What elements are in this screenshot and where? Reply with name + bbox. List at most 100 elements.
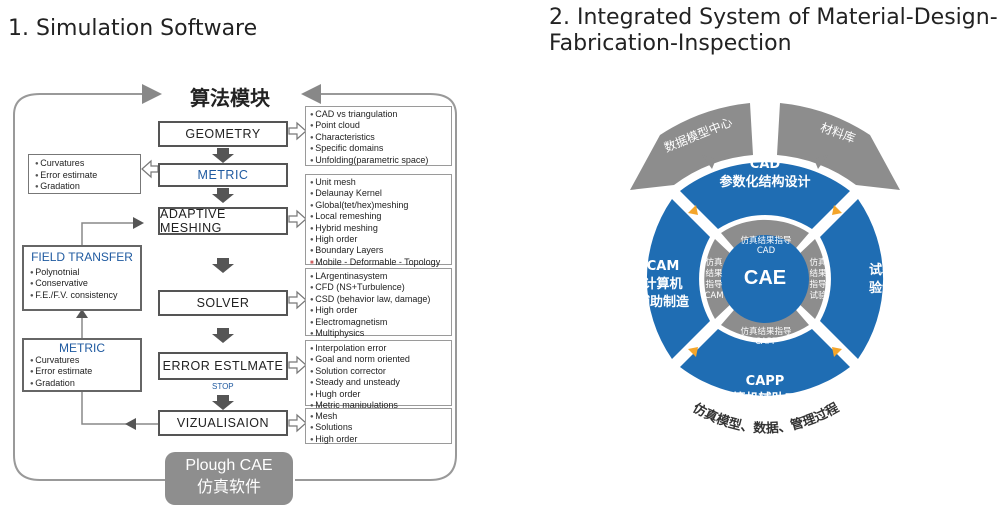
inner-top-line2: CAD xyxy=(756,246,776,256)
metric-left-arrow xyxy=(141,159,159,179)
test-label: 试验 验证 xyxy=(852,262,912,298)
inner-top-label: 仿真结果指导 CAD xyxy=(728,236,804,256)
error-list: Interpolation errorGoal and norm oriente… xyxy=(305,340,452,410)
list-item: High order xyxy=(310,234,447,245)
list-item: Unfolding(parametric space) xyxy=(310,155,447,166)
list-item: Unit mesh xyxy=(310,177,447,188)
list-item: Conservative xyxy=(30,278,134,290)
list-item: Global(tet/hex)meshing xyxy=(310,200,447,211)
cam-segment xyxy=(646,199,710,359)
inner-right-line3: 指导 xyxy=(809,280,827,290)
list-item: Characteristics xyxy=(310,132,447,143)
test-segment xyxy=(820,199,884,359)
plough-line2: 仿真软件 xyxy=(196,479,261,496)
cad-segment xyxy=(680,162,850,229)
cad-label: CAD 参数化结构设计 xyxy=(715,156,815,192)
list-item: Curvatures xyxy=(30,355,134,367)
right-title-line1: 2. Integrated System of Material-Design- xyxy=(549,5,998,30)
band-arrow-right xyxy=(814,155,828,169)
metric2-title: METRIC xyxy=(59,341,105,355)
plough-line1: Plough CAE xyxy=(185,457,273,474)
inner-left-label: 仿真 结果 指导 CAM xyxy=(700,258,728,302)
inner-left-line3: 指导 xyxy=(705,280,723,290)
list-item: Mesh xyxy=(310,411,447,422)
algorithm-module-header: 算法模块 xyxy=(190,86,270,110)
viz-list: MeshSolutionsHigh order xyxy=(305,408,452,444)
list-item: Gradation xyxy=(30,378,134,390)
list-item: Metric manipulations xyxy=(310,400,447,411)
list-item: Solutions xyxy=(310,422,447,433)
list-item: High order xyxy=(310,434,447,445)
orange-arrow-tr xyxy=(832,205,842,215)
list-item: Solution corrector xyxy=(310,366,447,377)
band-arrow-left xyxy=(702,155,716,169)
orange-arrow-tl xyxy=(688,205,698,215)
list-item: High order xyxy=(310,305,447,316)
test-line2: 验证 xyxy=(868,281,895,296)
list-item: Curvatures xyxy=(35,158,134,170)
inner-bottom-line1: 仿真结果指导 xyxy=(740,327,792,337)
geometry-list: CAD vs triangulationPoint cloudCharacter… xyxy=(305,106,452,166)
metric-box: METRIC xyxy=(158,163,288,187)
solver-box: SOLVER xyxy=(158,290,288,316)
inner-bottom-line2: CAPP xyxy=(754,337,777,347)
inner-left-line1: 仿真 xyxy=(705,258,723,268)
inner-left-line2: 结果 xyxy=(705,269,723,279)
outer-loop-right xyxy=(295,84,457,481)
cad-line2: 参数化结构设计 xyxy=(719,175,811,190)
list-item: Error estirnate xyxy=(30,366,134,378)
solver-list: LArgentinasystemCFD (NS+Turbulence)CSD (… xyxy=(305,268,452,339)
list-item: LArgentinasystem xyxy=(310,271,447,282)
outer-loop-left xyxy=(13,84,170,481)
list-item: Interpolation error xyxy=(310,343,447,354)
list-item: Hugh order xyxy=(310,389,447,400)
geometry-box: GEOMETRY xyxy=(158,121,288,147)
adaptive-meshing-box: ADAPTIVE MESHING xyxy=(158,207,288,235)
inner-right-line4: 试验 xyxy=(809,291,827,301)
viz-to-metric2 xyxy=(81,392,158,425)
adaptive-list: Unit meshDelaunay KernelGlobal(tet/hex)m… xyxy=(305,174,452,268)
list-item: Polynotnial xyxy=(30,267,134,279)
capp-line2: 计算机辅助工艺 xyxy=(719,392,811,407)
inner-left-line4: CAM xyxy=(704,291,724,301)
material-library-band xyxy=(777,103,900,190)
list-item: Specific domains xyxy=(310,143,447,154)
left-flow-connectors xyxy=(13,84,457,481)
cam-line1: CAM xyxy=(646,259,680,274)
inner-bottom-label: 仿真结果指导 CAPP xyxy=(728,327,804,347)
inner-top-line1: 仿真结果指导 xyxy=(740,236,792,246)
list-item: CAD vs triangulation xyxy=(310,109,447,120)
integrated-system-diagram: 仿真模型、数据、管理过程 xyxy=(630,103,900,437)
cam-line2: 计算机 xyxy=(643,277,683,292)
error-estimate-box: ERROR ESTLMATE xyxy=(158,352,288,380)
inner-right-line2: 结果 xyxy=(809,269,827,279)
list-item: Delaunay Kernel xyxy=(310,188,447,199)
cae-center-label: CAE xyxy=(743,267,787,289)
list-item: Point cloud xyxy=(310,120,447,131)
side-metric-list: CurvaturesError estirnateGradation xyxy=(28,154,141,194)
down-arrows xyxy=(212,148,234,410)
metric2-box: METRIC CurvaturesError estirnateGradatio… xyxy=(22,338,142,392)
left-title: 1. Simulation Software xyxy=(8,16,258,41)
list-item: Goal and norm oriented xyxy=(310,354,447,365)
field-transfer-title: FIELD TRANSFER xyxy=(31,250,133,264)
list-item: Multiphysics xyxy=(310,328,447,339)
cad-line1: CAD xyxy=(749,157,781,172)
list-item: Local remeshing xyxy=(310,211,447,222)
list-item: Gradation xyxy=(35,181,134,193)
list-item: F.E./F.V. consistency xyxy=(30,290,134,302)
capp-segment xyxy=(680,329,850,396)
list-item: Boundary Layers xyxy=(310,245,447,256)
cae-center xyxy=(721,235,809,323)
list-item: CFD (NS+Turbulence) xyxy=(310,282,447,293)
field-transfer-box: FIELD TRANSFER PolynotnialConservativeF.… xyxy=(22,245,142,311)
capp-line1: CAPP xyxy=(745,374,785,389)
test-line1: 试验 xyxy=(868,263,895,278)
list-item: CSD (behavior law, damage) xyxy=(310,294,447,305)
list-item: Mobile - Deformable - Topology xyxy=(310,257,447,268)
list-item: Hybrid meshing xyxy=(310,223,447,234)
list-item: Steady and unsteady xyxy=(310,377,447,388)
plough-cae-badge: Plough CAE 仿真软件 xyxy=(165,452,293,505)
visualization-box: VIZUALISAION xyxy=(158,410,288,436)
capp-label: CAPP 计算机辅助工艺 xyxy=(700,373,830,409)
